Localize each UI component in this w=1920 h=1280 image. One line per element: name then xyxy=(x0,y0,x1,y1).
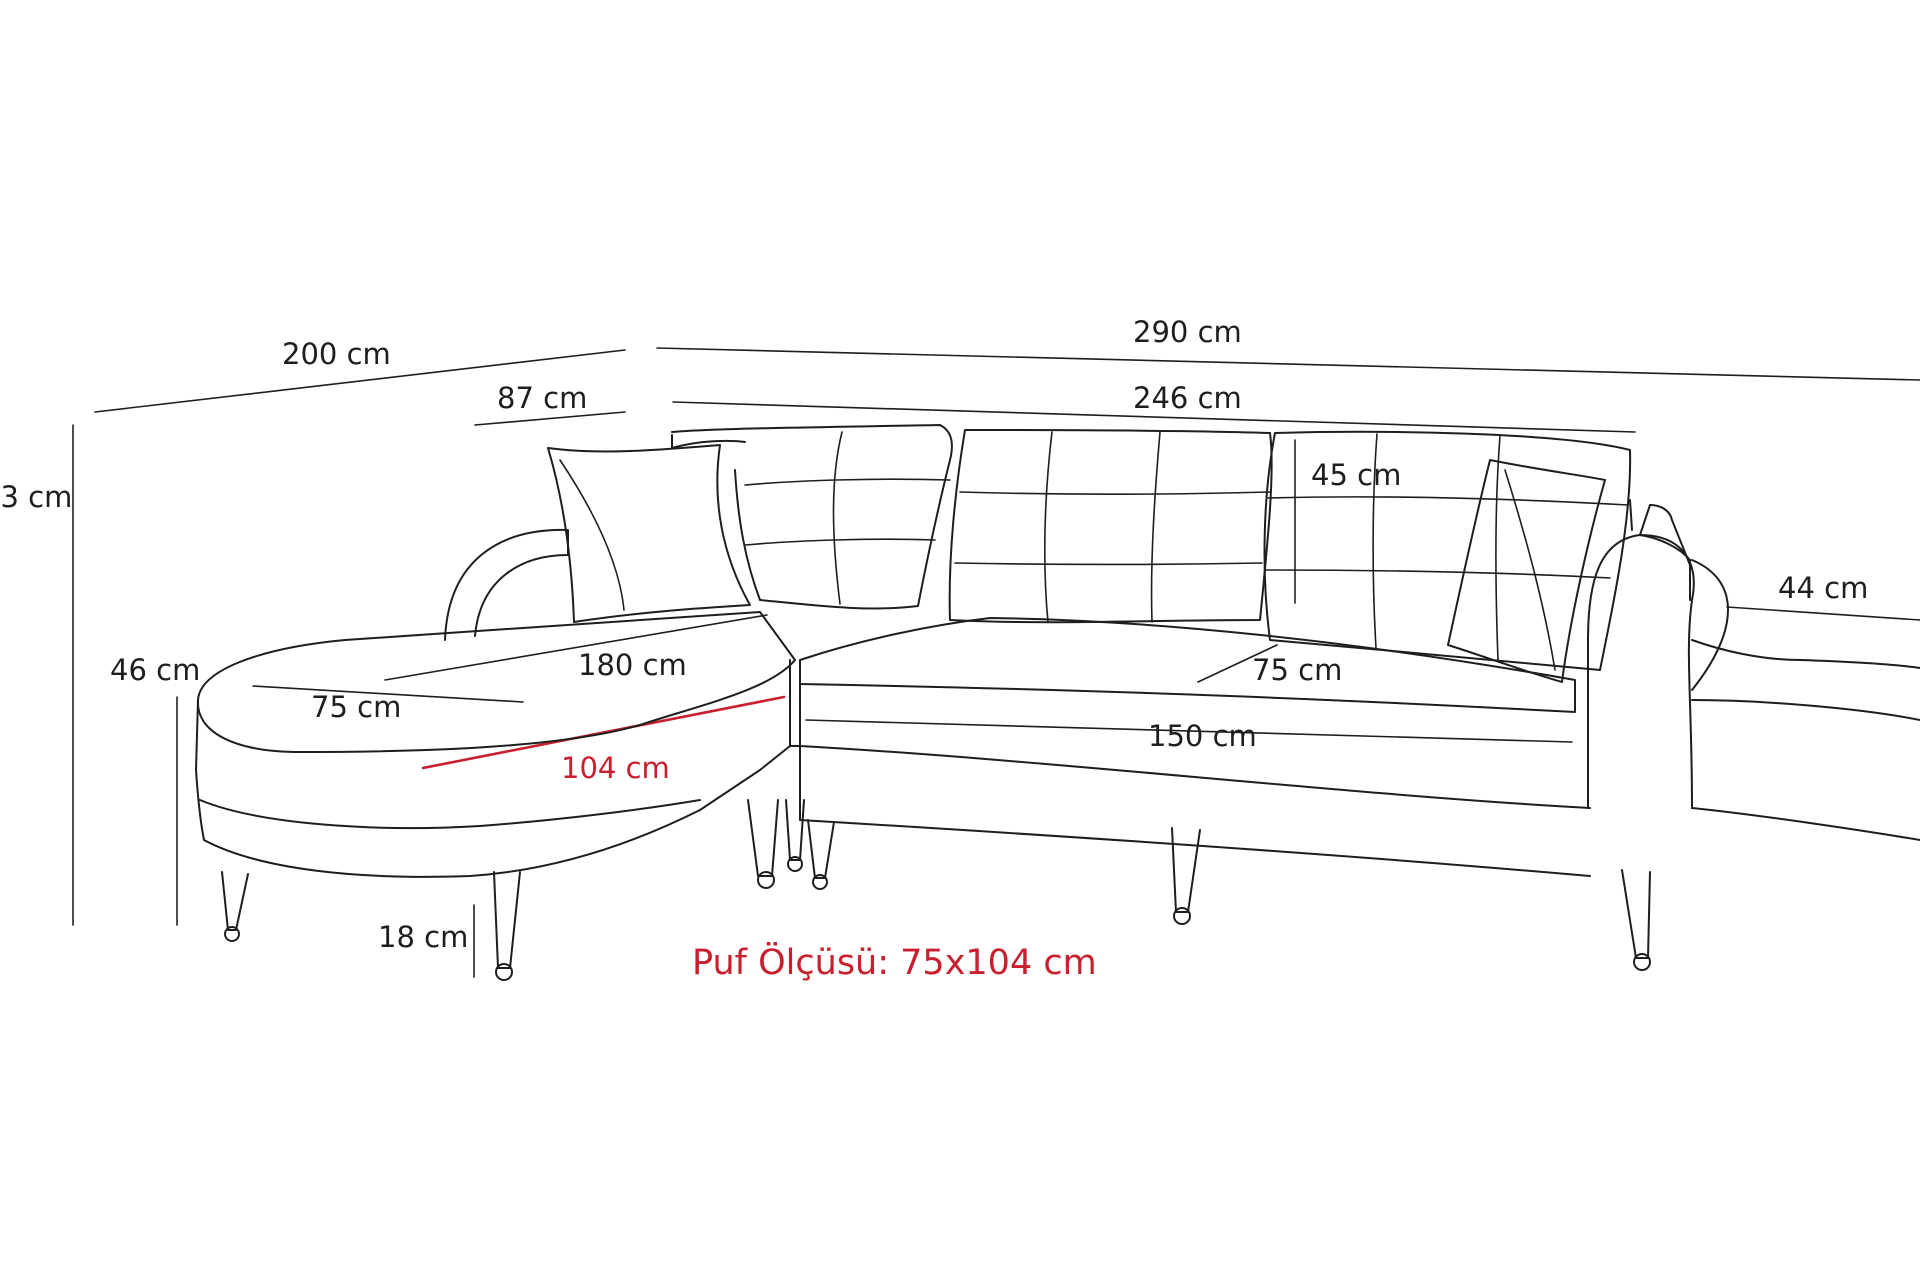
left-pillow xyxy=(547,444,751,623)
dim-line-87 xyxy=(474,411,626,426)
main-sofa xyxy=(789,499,1920,971)
chaise-leg-3-foot xyxy=(757,871,775,889)
chaise-leg-4 xyxy=(785,799,805,861)
chaise-leg-2 xyxy=(493,871,521,969)
dim-line-246 xyxy=(672,401,1636,433)
dim-label-18: 18 cm xyxy=(378,920,469,954)
dim-label-104: 104 cm xyxy=(561,751,670,785)
chaise-seat-top xyxy=(196,611,796,753)
right-pillow xyxy=(1447,459,1606,683)
right-armrest-front xyxy=(1587,534,1695,809)
dim-label-150: 150 cm xyxy=(1148,719,1257,753)
main-leg-1-foot xyxy=(812,874,828,890)
back-frame-left xyxy=(671,434,746,449)
dim-label-44: 44 cm xyxy=(1778,571,1869,605)
dim-label-83: 83 cm xyxy=(0,480,73,514)
puf-size-note: Puf Ölçüsü: 75x104 cm xyxy=(692,943,1097,983)
dim-label-46: 46 cm xyxy=(110,653,201,687)
dim-label-87: 87 cm xyxy=(497,381,588,415)
dim-line-75-right xyxy=(1197,644,1278,683)
main-leg-3 xyxy=(1621,869,1651,959)
back-cushions xyxy=(671,424,1632,671)
dim-line-150 xyxy=(805,719,1573,743)
dim-line-44 xyxy=(1726,606,1920,621)
chaise-seam xyxy=(199,799,701,830)
dim-line-180 xyxy=(384,614,768,681)
main-leg-2 xyxy=(1171,827,1201,913)
right-end-top xyxy=(1691,639,1920,669)
dim-label-45: 45 cm xyxy=(1311,458,1402,492)
chaise-body xyxy=(195,659,791,878)
left-armrest xyxy=(444,528,569,641)
chaise-leg-4-foot xyxy=(787,856,803,872)
dim-label-246: 246 cm xyxy=(1133,381,1242,415)
dim-label-75-left: 75 cm xyxy=(311,690,402,724)
dim-label-200: 200 cm xyxy=(282,337,391,371)
main-base xyxy=(799,745,1591,877)
dim-label-180: 180 cm xyxy=(578,648,687,682)
dim-label-75-right: 75 cm xyxy=(1252,653,1343,687)
chaise-leg-1-foot xyxy=(224,926,240,942)
chaise-leg-1 xyxy=(221,871,249,931)
dim-line-75-left xyxy=(252,685,524,703)
dim-line-200 xyxy=(94,349,626,413)
left-chaise xyxy=(195,528,805,981)
dim-label-290: 290 cm xyxy=(1133,315,1242,349)
right-armrest-top xyxy=(1639,504,1691,566)
dim-line-290 xyxy=(656,347,1920,381)
main-leg-2-foot xyxy=(1173,907,1191,925)
dimension-lines xyxy=(72,347,1920,978)
main-seat-front xyxy=(799,683,1591,809)
main-leg-1 xyxy=(807,819,835,879)
chaise-leg-3 xyxy=(747,799,779,877)
chaise-leg-2-foot xyxy=(495,963,513,981)
main-seat-cushion xyxy=(799,617,1576,713)
main-leg-3-foot xyxy=(1633,953,1651,971)
right-armrest-curve xyxy=(1691,559,1729,691)
